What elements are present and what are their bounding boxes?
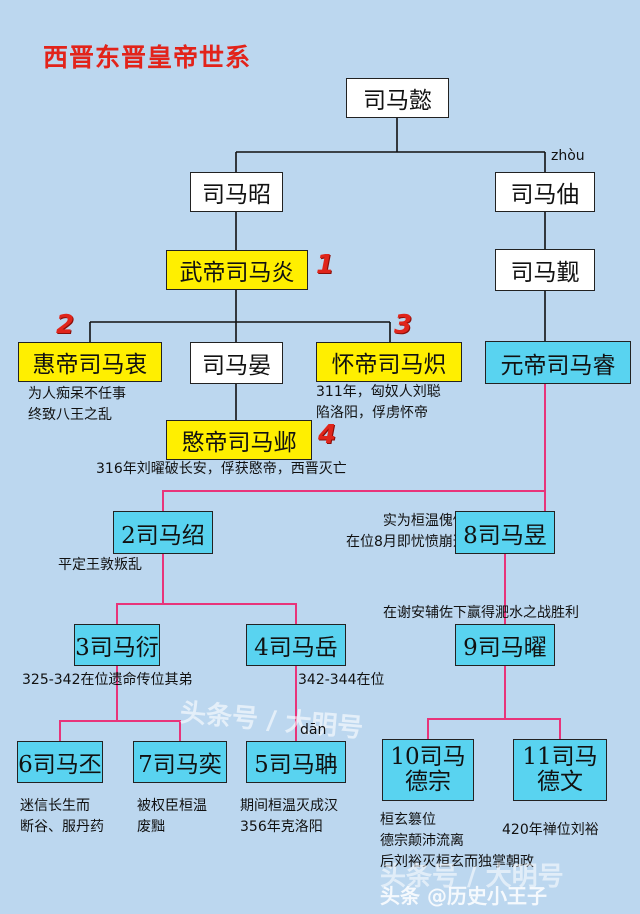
note-pi: 迷信长生而断谷、服丹药: [20, 798, 104, 835]
person-sima-jin: 司马觐: [495, 249, 595, 291]
person-sima-yu: 8司马昱: [455, 511, 555, 554]
person-sima-shao: 2司马绍: [113, 511, 213, 554]
line-shao-sons: [116, 554, 297, 624]
reign-marker-2: 2: [56, 310, 75, 340]
note-yan3: 325-342在位遗命传位其弟: [22, 672, 193, 688]
person-sima-yan3: 3司马衍: [74, 624, 160, 666]
line-yuandi-sons: [162, 384, 546, 511]
note-mindi: 316年刘曜破长安，俘获愍帝，西晋灭亡: [96, 461, 347, 477]
pinyin-zhou: zhòu: [551, 148, 585, 164]
reign-marker-4: 4: [318, 420, 337, 450]
line-yao-sons: [427, 666, 561, 739]
note-yu: 实为桓温傀儡在位8月即忧愤崩逝: [346, 513, 467, 550]
watermark-2: 头条号 / 大明号: [380, 862, 564, 892]
person-sima-dewen: 11司马德文: [513, 739, 607, 801]
note-dewen: 420年禅位刘裕: [502, 822, 599, 838]
person-sima-yi7: 7司马奕: [133, 741, 227, 783]
person-sima-dan: 5司马聃: [246, 741, 346, 783]
person-huidi: 惠帝司马衷: [18, 342, 162, 382]
note-huidi: 为人痴呆不任事终致八王之乱: [28, 386, 126, 423]
reign-marker-3: 3: [394, 310, 413, 340]
person-sima-yan: 司马晏: [190, 342, 283, 384]
person-sima-yi: 司马懿: [346, 78, 449, 118]
person-yuandi: 元帝司马睿: [485, 341, 631, 384]
person-sima-dezong: 10司马德宗: [382, 739, 474, 801]
line-wudi-sons: [89, 290, 391, 342]
watermark-3: 头条 @历史小王子: [380, 884, 547, 908]
person-mindi: 愍帝司马邺: [166, 420, 312, 460]
person-sima-yao: 9司马曜: [455, 624, 555, 666]
line-yi-children: [235, 118, 546, 172]
line-yan3-sons: [59, 666, 181, 741]
person-sima-zhao: 司马昭: [190, 172, 283, 212]
person-wudi: 武帝司马炎: [166, 250, 308, 290]
note-dezong: 桓玄篡位德宗颠沛流离后刘裕灭桓玄而独掌朝政: [380, 812, 534, 870]
note-shao: 平定王敦叛乱: [58, 557, 142, 573]
note-yao: 在谢安辅佐下赢得淝水之战胜利: [383, 605, 579, 621]
note-yi7: 被权臣桓温废黜: [137, 798, 207, 835]
note-huaidi: 311年，匈奴人刘聪陷洛阳，俘虏怀帝: [316, 384, 441, 421]
reign-marker-1: 1: [316, 250, 335, 280]
pinyin-dan: dān: [300, 722, 327, 738]
person-sima-yue: 4司马岳: [246, 624, 346, 666]
person-sima-pi: 6司马丕: [17, 741, 103, 783]
person-huaidi: 怀帝司马炽: [316, 342, 462, 382]
chart-title: 西晋东晋皇帝世系: [43, 43, 252, 72]
note-yue: 342-344在位: [298, 672, 385, 688]
person-sima-zhou: 司马伷: [495, 172, 595, 212]
